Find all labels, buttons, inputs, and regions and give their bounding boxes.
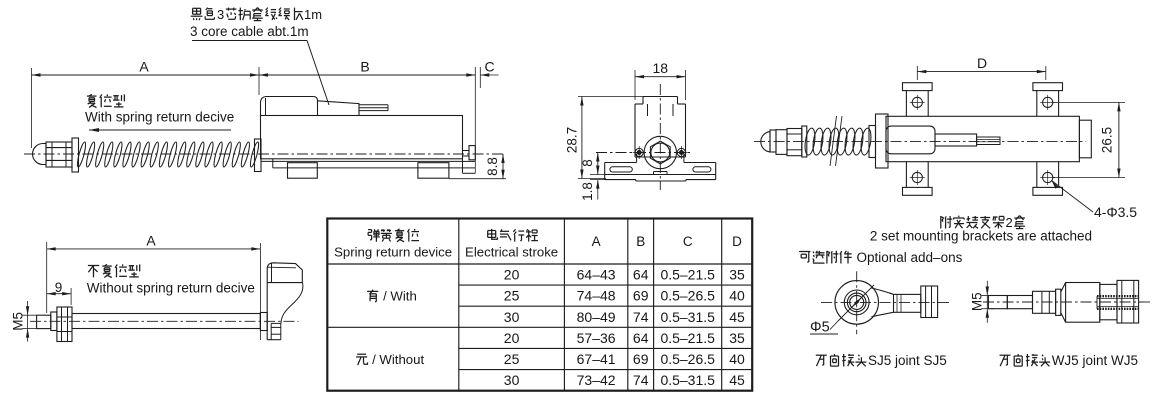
svg-text:M5: M5 (11, 312, 26, 331)
svg-text:With spring return decive: With spring return decive (85, 110, 234, 125)
svg-text:0.5–26.5: 0.5–26.5 (660, 288, 715, 304)
svg-text:45: 45 (729, 309, 745, 325)
svg-text:74–48: 74–48 (577, 288, 616, 304)
svg-text:1m: 1m (304, 7, 322, 22)
svg-text:8.8: 8.8 (485, 157, 500, 176)
svg-text:40: 40 (729, 288, 745, 304)
svg-text:A: A (592, 234, 601, 249)
svg-text:80–49: 80–49 (577, 309, 616, 325)
svg-text:A: A (146, 233, 156, 249)
svg-text:64: 64 (633, 267, 649, 283)
svg-text:67–41: 67–41 (577, 351, 616, 367)
svg-text:45: 45 (729, 372, 745, 388)
svg-text:0.5–31.5: 0.5–31.5 (660, 372, 715, 388)
svg-text:C: C (683, 234, 693, 249)
svg-text:30: 30 (504, 309, 520, 325)
svg-text:B: B (636, 234, 645, 249)
svg-text:/ Without: / Without (372, 352, 424, 367)
svg-text:2: 2 (1006, 215, 1013, 230)
svg-text:D: D (732, 234, 742, 249)
svg-text:Φ5: Φ5 (810, 320, 830, 336)
svg-text:C: C (484, 59, 494, 75)
svg-text:D: D (977, 55, 987, 71)
svg-text:B: B (360, 59, 369, 75)
svg-text:26.5: 26.5 (1100, 127, 1115, 153)
svg-text:74: 74 (633, 372, 649, 388)
svg-text:64–43: 64–43 (577, 267, 616, 283)
svg-text:9: 9 (55, 280, 63, 295)
svg-text:28.7: 28.7 (565, 127, 580, 153)
svg-text:2 set mounting brackets are at: 2 set mounting brackets are attached (870, 229, 1092, 244)
svg-text:57–36: 57–36 (577, 330, 616, 346)
svg-text:0.5–21.5: 0.5–21.5 (660, 330, 715, 346)
svg-text:WJ5 joint WJ5: WJ5 joint WJ5 (1052, 353, 1138, 368)
svg-text:0.5–31.5: 0.5–31.5 (660, 309, 715, 325)
svg-text:35: 35 (729, 267, 745, 283)
svg-text:40: 40 (729, 351, 745, 367)
svg-text:Optional add–ons: Optional add–ons (857, 250, 963, 265)
svg-text:18: 18 (653, 60, 669, 76)
svg-text:A: A (139, 59, 149, 75)
svg-text:SJ5 joint SJ5: SJ5 joint SJ5 (868, 353, 947, 368)
svg-text:Electrical stroke: Electrical stroke (465, 245, 558, 260)
svg-text:25: 25 (504, 288, 520, 304)
svg-text:0.5–26.5: 0.5–26.5 (660, 351, 715, 367)
svg-text:/ With: / With (383, 289, 417, 304)
svg-text:20: 20 (504, 330, 520, 346)
svg-text:3 core cable abt.1m: 3 core cable abt.1m (190, 24, 309, 39)
svg-text:35: 35 (729, 330, 745, 346)
svg-text:8: 8 (580, 159, 595, 167)
svg-text:M5: M5 (970, 292, 985, 311)
svg-text:25: 25 (504, 351, 520, 367)
svg-text:69: 69 (633, 351, 649, 367)
svg-text:Without spring return decive: Without spring return decive (87, 281, 255, 296)
svg-text:1.8: 1.8 (580, 182, 595, 201)
svg-text:74: 74 (633, 309, 649, 325)
svg-text:69: 69 (633, 288, 649, 304)
svg-text:3: 3 (217, 7, 224, 22)
svg-text:Spring return device: Spring return device (334, 245, 452, 260)
svg-text:30: 30 (504, 372, 520, 388)
svg-text:73–42: 73–42 (577, 372, 616, 388)
svg-text:64: 64 (633, 330, 649, 346)
svg-text:0.5–21.5: 0.5–21.5 (660, 267, 715, 283)
svg-text:4-Φ3.5: 4-Φ3.5 (1094, 204, 1137, 220)
svg-text:20: 20 (504, 267, 520, 283)
